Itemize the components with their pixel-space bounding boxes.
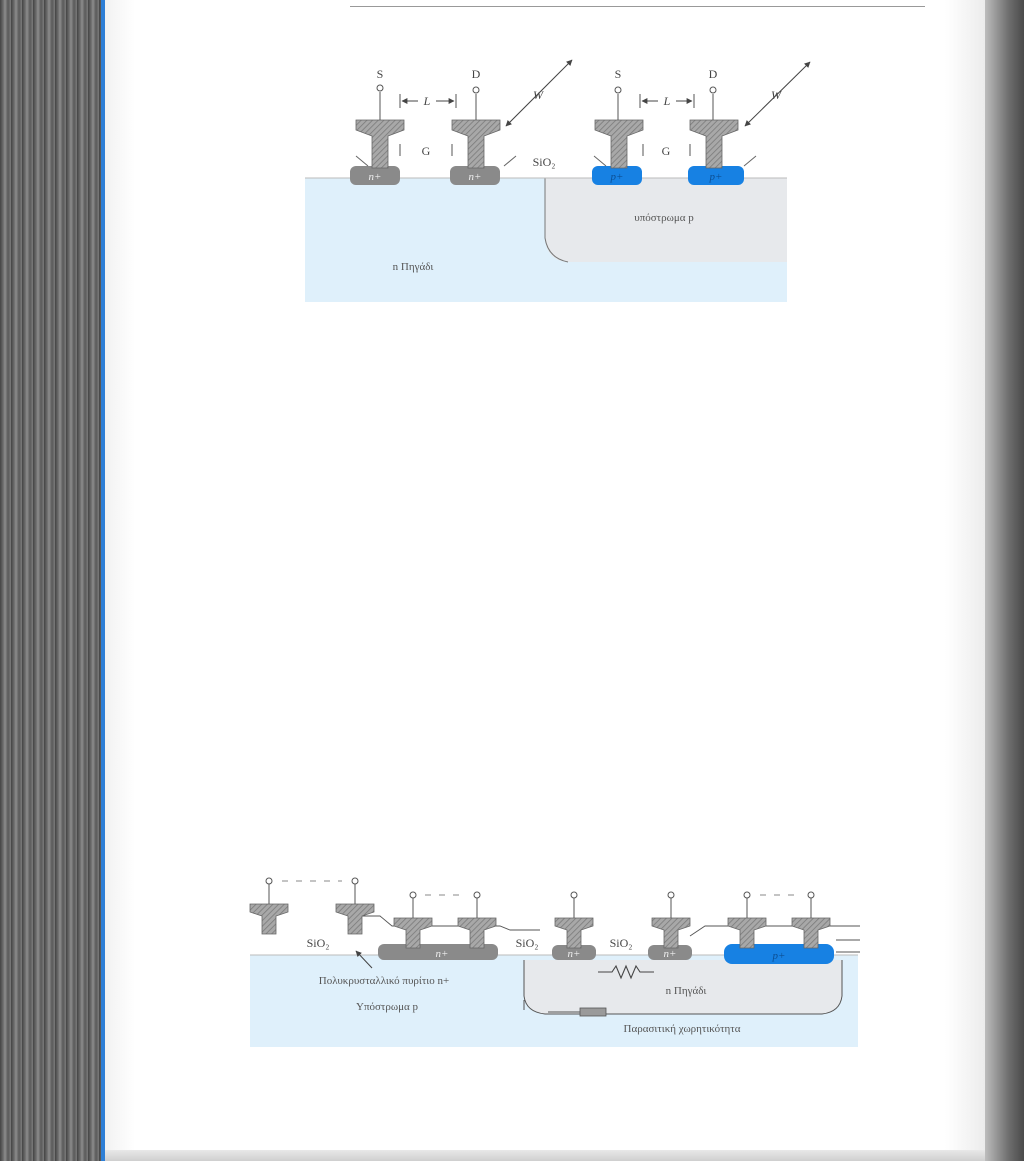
- contact: [457, 917, 497, 949]
- n-plus-drain-label: n+: [469, 171, 482, 183]
- gate-label: G: [662, 144, 671, 158]
- well-boundary: [544, 178, 569, 263]
- source-terminal: [376, 84, 384, 92]
- p-substrate-label: Υπόστρωμα p: [356, 1001, 418, 1013]
- n-well-label: n Πηγάδι: [666, 985, 707, 997]
- p-substrate-label: υπόστρωμα p: [634, 212, 694, 224]
- oxide-label: SiO₂: [533, 155, 556, 169]
- terminal-wires: [265, 877, 815, 918]
- length-label: L: [423, 94, 431, 108]
- n-plus-drain-diffusion: [450, 166, 500, 185]
- oxide-contour: [360, 915, 540, 931]
- poly-pointer-arrow: [355, 950, 373, 969]
- contact: [727, 917, 767, 949]
- page-right-edge: [985, 0, 1024, 1161]
- n-plus-diffusion: [648, 945, 692, 960]
- n-plus-label: n+: [664, 948, 677, 960]
- top-cmos-figure: n+ n+ G S D L W p+: [305, 59, 811, 302]
- source-contact: [355, 119, 405, 169]
- n-plus-source-label: n+: [369, 171, 382, 183]
- oxide-contour: [689, 925, 860, 937]
- p-plus-drain-diffusion: [688, 166, 744, 185]
- contact: [249, 903, 289, 935]
- n-well-region: [524, 960, 842, 1014]
- drain-contact: [451, 119, 501, 169]
- source-terminal: [614, 86, 622, 94]
- n-plus-diffusion: [552, 945, 596, 960]
- n-plus-label: n+: [436, 948, 449, 960]
- source-label: S: [615, 67, 622, 81]
- drain-label: D: [709, 67, 718, 81]
- polysilicon-label: Πολυκρυσταλλικό πυρίτιο n+: [319, 975, 449, 987]
- drain-terminal: [472, 86, 480, 94]
- length-label: L: [663, 94, 671, 108]
- oxide-label: SiO₂: [516, 936, 539, 950]
- oxide-label: SiO₂: [307, 936, 330, 950]
- book-spine: [0, 0, 104, 1161]
- resistor-symbol: [598, 964, 654, 980]
- contact: [335, 903, 375, 935]
- spine-edge: [101, 0, 105, 1161]
- bottom-cmos-figure: n+ n+ n+ p+: [249, 877, 860, 1047]
- contact: [554, 917, 594, 949]
- n-well-label: n Πηγάδι: [393, 261, 434, 273]
- source-contact: [594, 119, 644, 169]
- width-label: W: [533, 88, 544, 102]
- oxide-edge: [743, 155, 757, 167]
- p-plus-source-label: p+: [610, 171, 624, 183]
- width-arrow: [505, 59, 573, 127]
- p-substrate-region: [545, 178, 787, 262]
- width-arrow: [744, 61, 811, 127]
- page-bottom-edge: [105, 1150, 985, 1161]
- drain-label: D: [472, 67, 481, 81]
- drain-contact: [689, 119, 739, 169]
- contact: [791, 917, 831, 949]
- gate-dashes: [282, 880, 800, 896]
- p-plus-diffusion: [724, 944, 834, 964]
- source-label: S: [377, 67, 384, 81]
- oxide-edge: [593, 155, 607, 167]
- p-plus-drain-label: p+: [709, 171, 723, 183]
- width-label: W: [771, 88, 782, 102]
- parasitic-capacitor-symbol: [579, 1007, 607, 1017]
- oxide-label: SiO₂: [610, 936, 633, 950]
- parasitic-capacitance-label: Παρασιτική χωρητικότητα: [624, 1023, 741, 1035]
- contact: [651, 917, 691, 949]
- pmos-transistor: p+ p+ G S D L W: [592, 61, 811, 185]
- p-plus-label: p+: [772, 950, 786, 962]
- n-plus-source-diffusion: [350, 166, 400, 185]
- p-plus-source-diffusion: [592, 166, 642, 185]
- drain-terminal: [709, 86, 717, 94]
- oxide-edge: [355, 155, 369, 167]
- n-well-boundary: [523, 960, 843, 1015]
- gate-label: G: [422, 144, 431, 158]
- oxide-edge: [503, 155, 517, 167]
- n-plus-label: n+: [568, 948, 581, 960]
- header-rule: [350, 6, 925, 7]
- contact: [393, 917, 433, 949]
- nmos-transistor: n+ n+ G S D L W: [350, 59, 573, 185]
